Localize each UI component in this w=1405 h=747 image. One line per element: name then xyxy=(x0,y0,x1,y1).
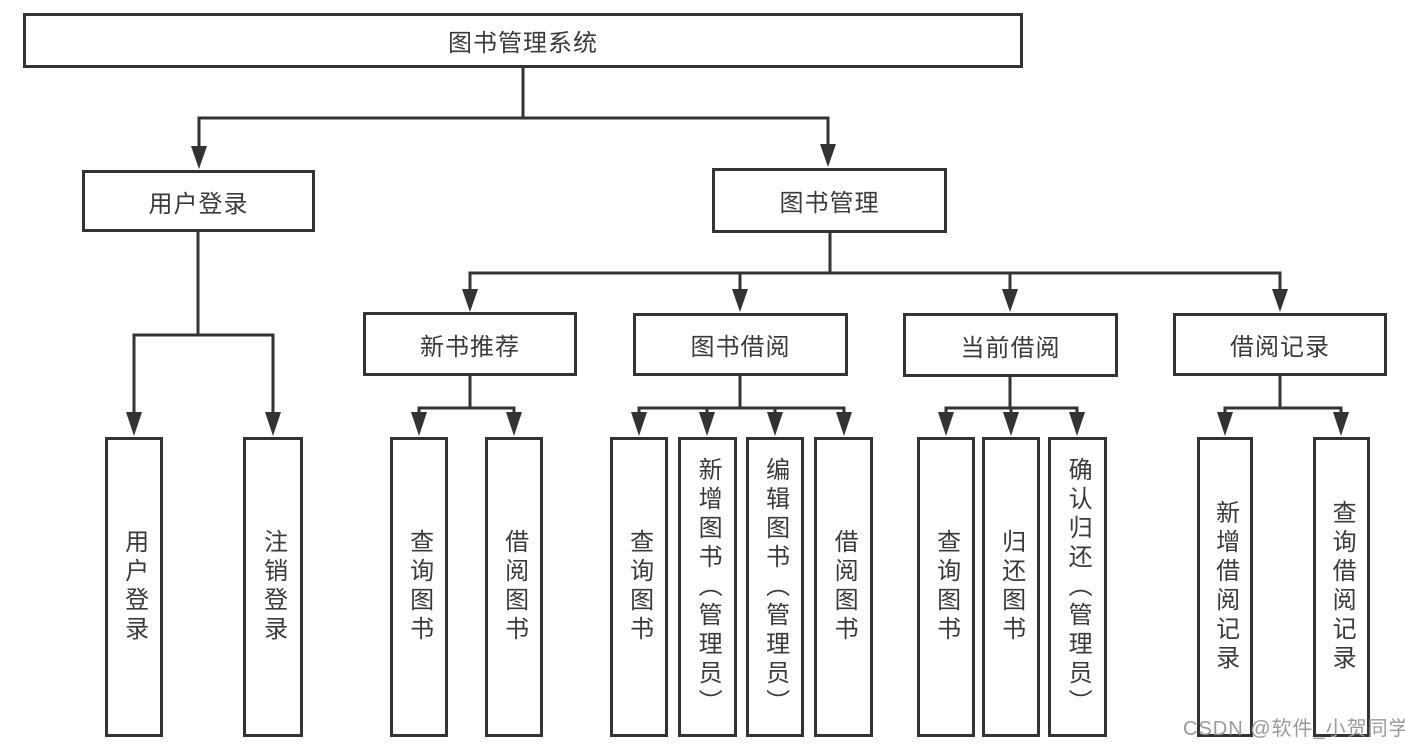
arrowhead-icon xyxy=(126,412,142,436)
node-book-mgmt-module: 图书管理 xyxy=(712,168,947,233)
node-label: 用户登录 xyxy=(148,190,249,218)
arrowhead-icon xyxy=(1217,412,1233,436)
connector-current-borrow-branch xyxy=(938,374,1085,436)
arrowhead-icon xyxy=(191,146,207,169)
node-label: 注销登录 xyxy=(259,529,287,645)
node-label: 借阅图书 xyxy=(830,529,858,645)
arrowhead-icon xyxy=(1272,289,1288,312)
arrowhead-icon xyxy=(820,144,836,167)
node-label: 用户登录 xyxy=(120,529,148,645)
node-label: 当前借阅 xyxy=(960,334,1061,362)
node-user-login: 用户登录 xyxy=(105,437,163,737)
node-label: 查询借阅记录 xyxy=(1328,500,1356,674)
node-query-borrow-record: 查询借阅记录 xyxy=(1313,437,1370,737)
connector-book-mgmt-branch xyxy=(462,230,1288,312)
arrowhead-icon xyxy=(938,412,954,436)
connector-user-login-branch xyxy=(126,229,281,436)
arrowhead-icon xyxy=(506,412,522,436)
node-logout-login: 注销登录 xyxy=(243,437,303,737)
connector-borrow-record-branch xyxy=(1217,373,1349,436)
node-label: 确认归还（管理员） xyxy=(1064,456,1092,718)
arrowhead-icon xyxy=(836,412,852,436)
node-label: 图书管理 xyxy=(779,190,880,217)
node-label: 新增借阅记录 xyxy=(1211,500,1239,674)
node-query-book-newbook: 查询图书 xyxy=(390,437,448,737)
arrowhead-icon xyxy=(732,289,748,312)
node-query-book-borrow: 查询图书 xyxy=(610,437,668,737)
node-label: 查询图书 xyxy=(932,529,960,645)
arrowhead-icon xyxy=(1069,412,1085,436)
arrowhead-icon xyxy=(265,412,281,436)
csdn-watermark: CSDN @软件_小贺同学 xyxy=(1183,718,1405,740)
node-label: 查询图书 xyxy=(625,529,653,645)
node-query-book-current: 查询图书 xyxy=(917,437,975,737)
connector-root-to-level2 xyxy=(191,64,836,169)
connector-new-book-branch xyxy=(411,373,522,436)
node-add-book-admin: 新增图书（管理员） xyxy=(678,437,737,737)
arrowhead-icon xyxy=(1003,412,1019,436)
node-label: 新书推荐 xyxy=(420,333,520,361)
arrowhead-icon xyxy=(1002,289,1018,312)
arrowhead-icon xyxy=(631,412,647,436)
node-add-borrow-record: 新增借阅记录 xyxy=(1197,437,1253,737)
node-label: 图书借阅 xyxy=(690,334,791,361)
node-label: 借阅记录 xyxy=(1230,334,1330,361)
node-return-book: 归还图书 xyxy=(982,437,1040,737)
node-borrow-book: 借阅图书 xyxy=(814,437,873,737)
node-borrow-book-newbook: 借阅图书 xyxy=(485,437,543,737)
node-book-borrow-module: 图书借阅 xyxy=(633,313,848,376)
node-user-login-module: 用户登录 xyxy=(82,170,315,232)
node-new-book-module: 新书推荐 xyxy=(363,312,577,376)
node-root-system: 图书管理系统 xyxy=(23,13,1023,68)
node-label: 新增图书（管理员） xyxy=(694,456,722,718)
node-label: 查询图书 xyxy=(405,529,433,645)
arrowhead-icon xyxy=(699,412,715,436)
arrowhead-icon xyxy=(767,412,783,436)
node-label: 借阅图书 xyxy=(500,529,528,645)
node-borrow-record-module: 借阅记录 xyxy=(1173,313,1387,376)
arrowhead-icon xyxy=(411,412,427,436)
node-current-borrow-module: 当前借阅 xyxy=(903,313,1118,377)
connector-book-borrow-branch xyxy=(631,373,852,436)
node-edit-book-admin: 编辑图书（管理员） xyxy=(746,437,804,737)
node-confirm-return-admin: 确认归还（管理员） xyxy=(1048,437,1107,737)
node-label: 归还图书 xyxy=(997,529,1025,645)
node-label: 编辑图书（管理员） xyxy=(761,456,789,718)
arrowhead-icon xyxy=(1333,412,1349,436)
arrowhead-icon xyxy=(462,289,478,312)
node-label: 图书管理系统 xyxy=(448,30,598,57)
